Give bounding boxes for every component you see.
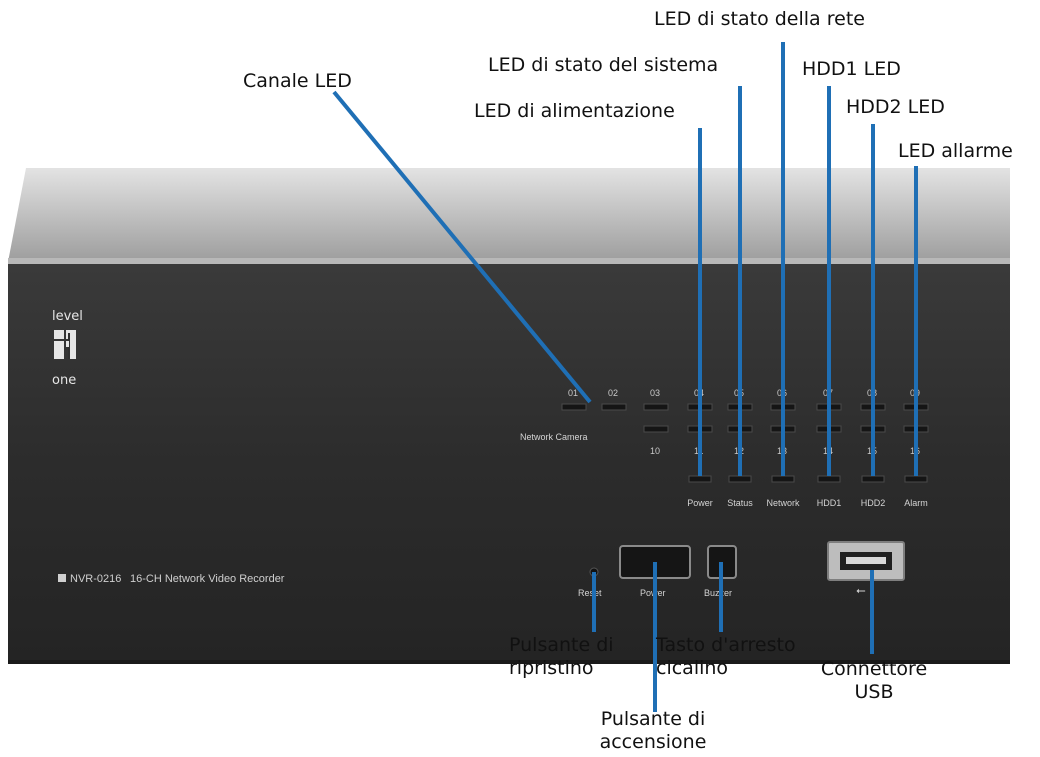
callout-led-alimentazione: LED di alimentazione	[474, 100, 675, 122]
channel-led	[643, 403, 669, 411]
callout-led-stato-rete: LED di stato della rete	[654, 8, 865, 30]
channel-led	[643, 425, 669, 433]
channel-led	[601, 403, 627, 411]
channel-label-top: 03	[650, 388, 660, 398]
callout-lines	[332, 42, 918, 712]
status-label: HDD1	[817, 498, 842, 508]
model-number: NVR-0216	[70, 573, 121, 585]
buzzer-label: Buzzer	[704, 588, 732, 598]
model-square-icon	[58, 574, 66, 582]
status-led	[728, 475, 752, 483]
front-panel	[8, 264, 1010, 664]
chassis-top	[8, 168, 1010, 262]
callout-pulsante-accensione: Pulsante di accensione	[599, 708, 707, 753]
reset-label: Reset	[578, 588, 602, 598]
channel-label-bottom: 10	[650, 446, 660, 456]
usb-icon: ⭠	[856, 583, 866, 597]
callout-led-stato-sistema: LED di stato del sistema	[488, 54, 719, 76]
status-label: Status	[727, 498, 753, 508]
status-label: Network	[766, 498, 800, 508]
status-label: HDD2	[861, 498, 886, 508]
callout-led-allarme: LED allarme	[898, 140, 1013, 162]
svg-text:one: one	[52, 373, 76, 388]
status-label: Power	[687, 498, 713, 508]
callout-hdd1-led: HDD1 LED	[802, 58, 901, 80]
channel-label-top: 01	[568, 388, 578, 398]
status-led-labels: Power Status Network HDD1 HDD2 Alarm	[687, 475, 928, 508]
channel-led	[561, 403, 587, 411]
callout-hdd2-led: HDD2 LED	[846, 96, 945, 118]
status-label: Alarm	[904, 498, 928, 508]
front-panel-bottom-edge	[8, 660, 1010, 664]
power-button-label: Power	[640, 588, 666, 598]
chassis-top-edge	[8, 258, 1010, 264]
channel-label-top: 02	[608, 388, 618, 398]
status-led	[771, 475, 795, 483]
status-led	[817, 475, 841, 483]
callout-connettore-usb: Connettore USB	[820, 658, 928, 703]
callout-pulsante-ripristino: Pulsante di ripristino	[509, 634, 614, 679]
line-canale-led	[332, 90, 592, 404]
callout-canale-led: Canale LED	[243, 70, 352, 92]
status-led	[861, 475, 885, 483]
network-camera-label: Network Camera	[520, 432, 588, 442]
svg-text:level: level	[52, 309, 83, 324]
callout-tasto-arresto: Tasto d'arresto cicalino	[656, 634, 796, 679]
status-led	[688, 475, 712, 483]
levelone-logo: level one	[52, 309, 83, 388]
model-description: 16-CH Network Video Recorder	[130, 573, 285, 585]
status-led	[904, 475, 928, 483]
